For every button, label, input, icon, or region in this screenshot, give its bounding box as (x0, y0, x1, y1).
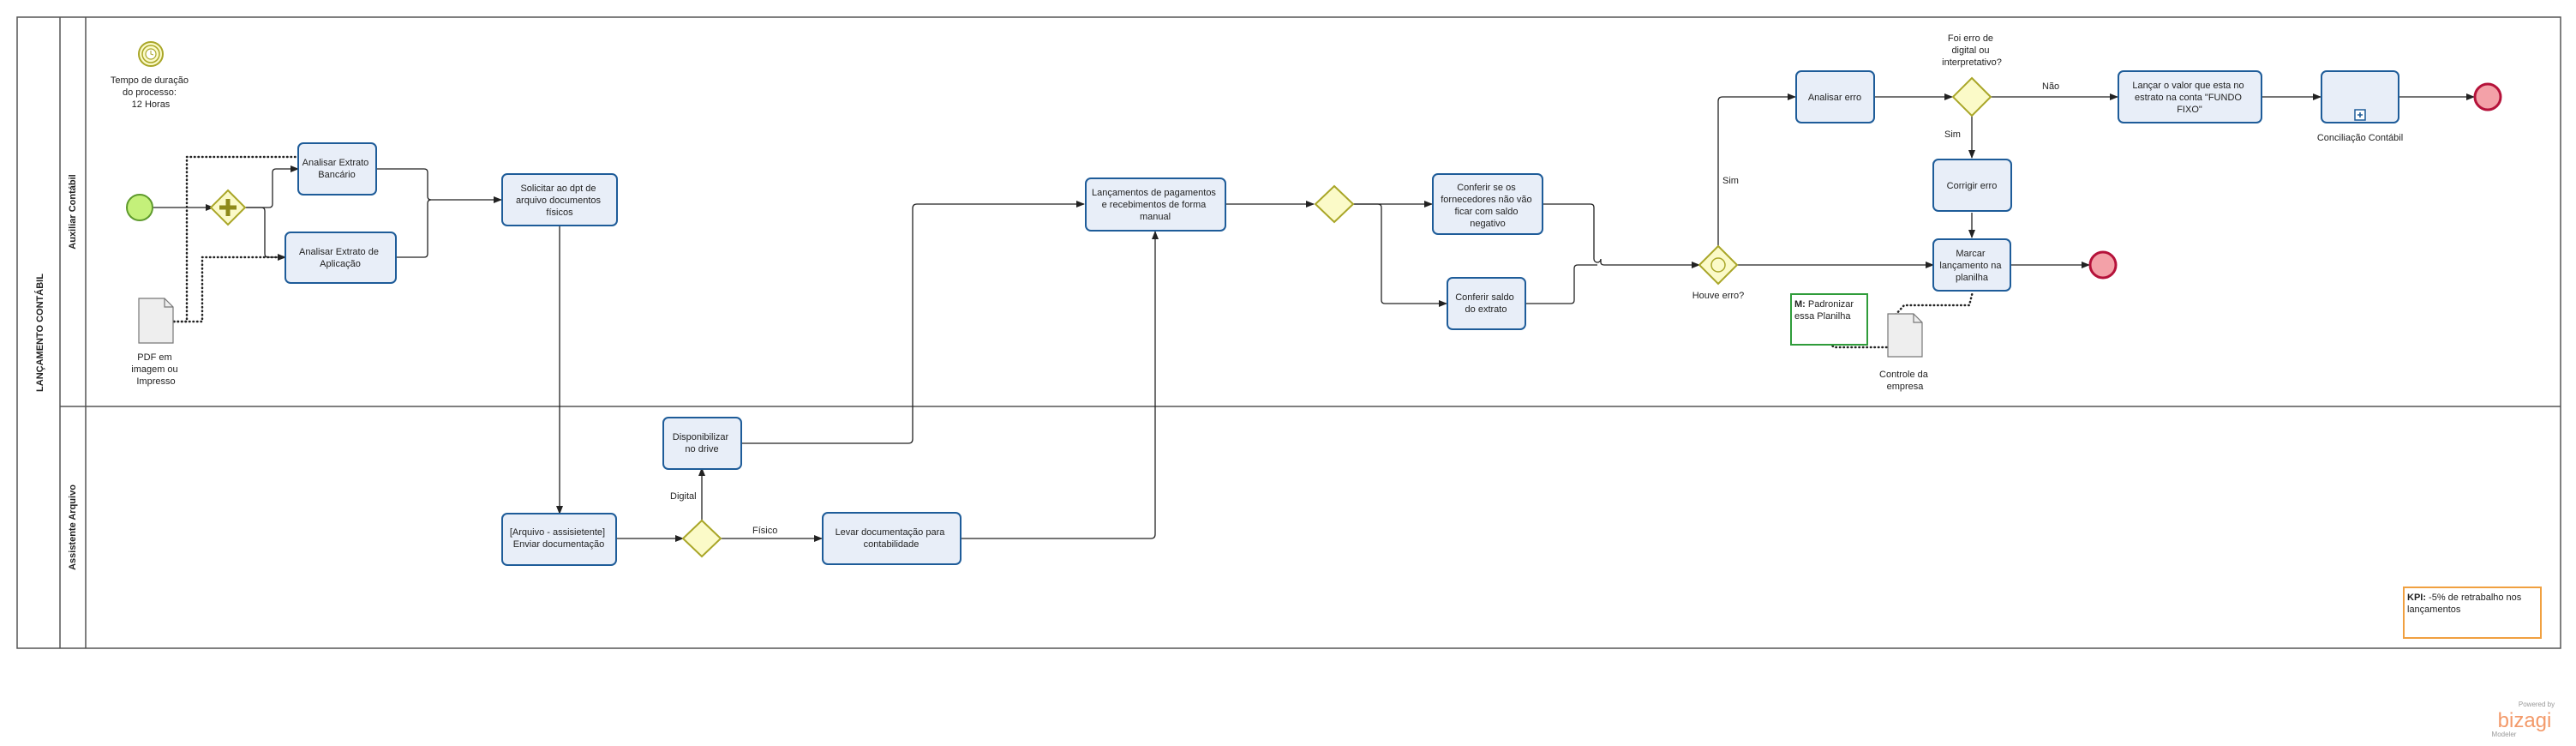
lane-title-auxiliar: Auxiliar Contábil (68, 174, 78, 249)
svg-text:[Arquivo - assisietente]: [Arquivo - assisietente] Enviar document… (510, 527, 608, 550)
flow-parallel-to-bancario (242, 165, 299, 208)
svg-text:Disponibilizar no driv: Disponibilizar no drive (673, 432, 731, 454)
flow-aplicacao-to-solicitar (396, 199, 432, 258)
svg-text:Solicitar ao dpt de ar: Solicitar ao dpt de arquivo documentos f… (516, 183, 603, 218)
gateway-lancamentos[interactable] (1314, 184, 1355, 224)
svg-text:Levar documentação para: Levar documentação para contabilidade (836, 527, 948, 550)
svg-text:Controle da empresa: Controle da empresa (1879, 370, 1931, 392)
events: Tempo de duração do processo: 12 Horas (111, 41, 2502, 280)
data-object-controle[interactable]: Controle da empresa (1879, 313, 1931, 392)
modeler-label: Modeler (2492, 731, 2517, 738)
task-lancar-valor[interactable]: Lançar o valor que esta no estrato na co… (2118, 70, 2262, 123)
task-marcar-lancamento[interactable]: Marcar lançamento na planilha (1932, 238, 2011, 292)
task-disponibilizar[interactable]: Disponibilizar no drive (662, 417, 742, 470)
end-event-marcar[interactable] (2088, 250, 2118, 280)
end-event-conciliacao[interactable] (2473, 82, 2502, 111)
data-objects: PDF em imagem ou Impresso Controle da em… (131, 298, 1931, 392)
assoc-pdf-to-aplicacao (172, 256, 287, 323)
label-digital: Digital (670, 491, 697, 502)
document-icon (138, 298, 174, 344)
subprocess-conciliacao[interactable]: Conciliação Contábil (2317, 70, 2403, 143)
label-nao: Não (2042, 81, 2059, 92)
flow-disponibilizar-to-lancamentos (742, 201, 1085, 444)
assoc-controle-to-marcar2 (1894, 290, 1974, 316)
annotations: M: Padronizar essa Planilha KPI: -5% de … (1790, 293, 2542, 639)
gateway-houve-erro-label: Houve erro? (1692, 291, 1745, 301)
task-analisar-erro[interactable]: Analisar erro (1795, 70, 1875, 123)
svg-text:KPI: -5% de retrabalho nos: KPI: -5% de retrabalho nos lançamentos (2407, 593, 2524, 615)
label-sim-top: Sim (1722, 176, 1739, 186)
bizagi-logo: bizagi (2498, 709, 2552, 732)
sequence-flows (153, 93, 2475, 542)
timer-event[interactable] (138, 41, 164, 67)
svg-text:Analisar Extrato Bancá: Analisar Extrato Bancário (303, 158, 372, 180)
annotation-padronizar[interactable]: M: Padronizar essa Planilha (1790, 293, 1868, 346)
task-levar-documentacao[interactable]: Levar documentação para contabilidade (822, 512, 962, 565)
flow-labels: Sim Sim Não Digital Físico (670, 81, 2059, 536)
plus-icon (219, 199, 237, 216)
task-conferir-saldo[interactable]: Conferir saldo do extrato (1447, 277, 1526, 330)
flow-gateway-to-saldo (1353, 203, 1447, 307)
task-enviar-documentacao[interactable]: [Arquivo - assisietente] Enviar document… (501, 513, 617, 566)
svg-text:Conferir saldo do extr: Conferir saldo do extrato (1455, 292, 1517, 315)
lane-title-arquivo: Assistente Arquivo (68, 484, 78, 570)
bizagi-branding: Powered by bizagi Modeler (2492, 701, 2555, 738)
task-analisar-extrato-aplicacao[interactable]: Analisar Extrato de Aplicação (285, 232, 397, 284)
timer-note: Tempo de duração do processo: 12 Horas (111, 75, 191, 110)
powered-by-label: Powered by (2519, 701, 2555, 708)
tasks: Analisar Extrato Bancário Analisar Extra… (285, 70, 2403, 566)
flow-fornecedores-to-houve-erro (1543, 203, 1700, 268)
clock-icon (1710, 257, 1726, 273)
task-lancamentos[interactable]: Lançamentos de pagamentos e recebimentos… (1085, 177, 1226, 232)
annotation-kpi[interactable]: KPI: -5% de retrabalho nos lançamentos (2403, 587, 2542, 639)
gateways: Houve erro? Foi erro de digital ou inter… (209, 33, 2002, 558)
gateway-foi-erro[interactable] (1951, 76, 1992, 117)
task-solicitar-dpt[interactable]: Solicitar ao dpt de arquivo documentos f… (501, 173, 618, 226)
svg-text:Lançamentos de pagamentos: Lançamentos de pagamentos e recebimentos… (1092, 188, 1219, 222)
svg-text:Marcar lançamento na: Marcar lançamento na planilha (1939, 249, 2004, 283)
task-conferir-fornecedores[interactable]: Conferir se os fornecedores não vão fica… (1432, 173, 1543, 235)
svg-text:Corrigir erro: Corrigir erro (1947, 181, 1998, 191)
label-fisico: Físico (752, 526, 777, 536)
document-icon (1887, 313, 1923, 358)
label-sim-corrigir: Sim (1944, 129, 1961, 140)
gateway-houve-erro[interactable] (1698, 244, 1739, 286)
task-corrigir-erro[interactable]: Corrigir erro (1932, 159, 2012, 212)
flow-houve-erro-to-analisar (1717, 93, 1796, 246)
start-event[interactable] (126, 194, 153, 221)
gateway-foi-erro-label: Foi erro de digital ou interpretativo? (1942, 33, 2002, 68)
svg-text:Lançar o valor que esta no: Lançar o valor que esta no estrato na co… (2132, 81, 2246, 115)
task-analisar-extrato-bancario[interactable]: Analisar Extrato Bancário (297, 142, 377, 196)
gateway-digital-fisico[interactable] (681, 519, 722, 558)
parallel-gateway[interactable] (209, 189, 247, 226)
svg-text:Analisar Extrato de Ap: Analisar Extrato de Aplicação (299, 247, 381, 269)
data-object-pdf[interactable]: PDF em imagem ou Impresso (131, 298, 180, 387)
svg-text:Conferir se os fornece: Conferir se os fornecedores não vão fica… (1441, 183, 1534, 229)
pool-title: LANÇAMENTO CONTÁBIL (34, 274, 45, 392)
flow-saldo-to-houve-erro (1526, 264, 1597, 304)
svg-text:M: Padronizar essa Pla: M: Padronizar essa Planilha (1794, 299, 1856, 322)
svg-text:PDF em imagem ou: PDF em imagem ou Impresso (131, 352, 180, 387)
svg-text:Analisar erro: Analisar erro (1808, 93, 1861, 103)
svg-text:Conciliação Contábil: Conciliação Contábil (2317, 133, 2403, 143)
flow-levar-to-lancamentos (962, 231, 1159, 539)
